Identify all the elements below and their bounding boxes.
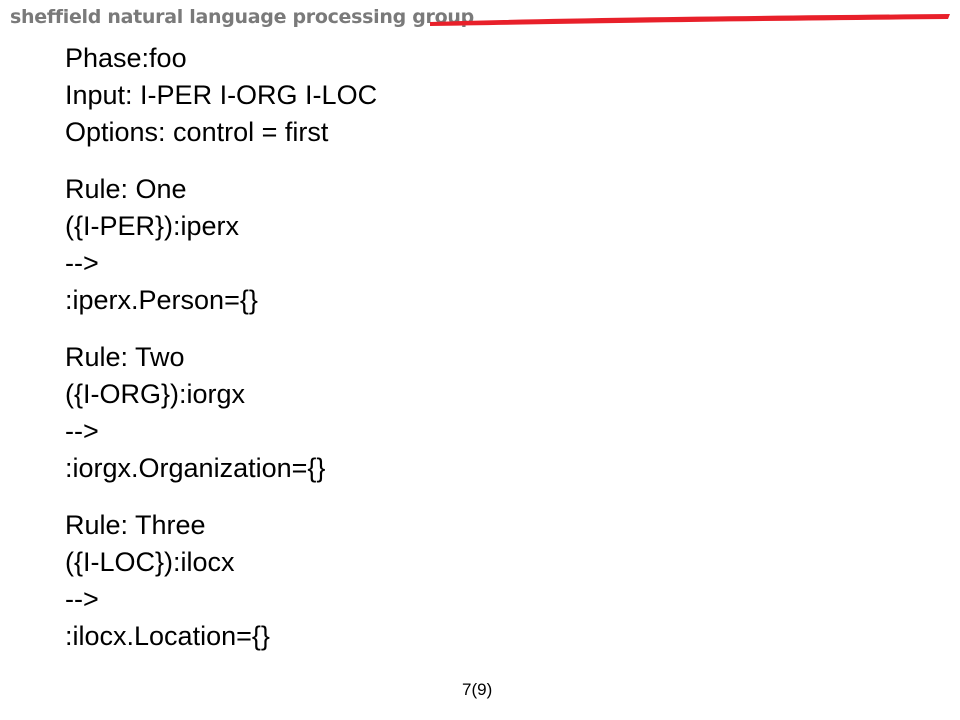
code-line-rule-one-lhs: ({I-PER}):iperx: [65, 211, 240, 241]
page-number: 7(9): [462, 680, 493, 699]
code-line-rule-three-lhs: ({I-LOC}):ilocx: [65, 547, 235, 577]
red-swoosh-logo-line: [430, 14, 950, 26]
jape-grammar-text: Phase:foo Input: I-PER I-ORG I-LOC Optio…: [65, 40, 665, 655]
code-line-rule-one-rhs: :iperx.Person={}: [65, 285, 258, 315]
code-line-rule-two-rhs: :iorgx.Organization={}: [65, 453, 326, 483]
code-line-rule-two: Rule: Two: [65, 342, 185, 372]
code-line-options: Options: control = first: [65, 117, 329, 147]
code-line-rule-one: Rule: One: [65, 174, 187, 204]
code-line-phase: Phase:foo: [65, 43, 187, 73]
code-line-blank-1: [65, 151, 665, 171]
code-line-blank-2: [65, 319, 665, 339]
code-line-rule-two-lhs: ({I-ORG}):iorgx: [65, 379, 246, 409]
code-line-blank-3: [65, 487, 665, 507]
group-logo-text: sheffield natural language processing gr…: [10, 6, 474, 28]
code-line-rule-three-rhs: :ilocx.Location={}: [65, 621, 270, 651]
code-line-rule-three: Rule: Three: [65, 510, 206, 540]
code-line-rule-three-arrow: -->: [65, 584, 99, 614]
code-line-rule-one-arrow: -->: [65, 248, 99, 278]
code-line-rule-two-arrow: -->: [65, 416, 99, 446]
code-line-input: Input: I-PER I-ORG I-LOC: [65, 80, 378, 110]
